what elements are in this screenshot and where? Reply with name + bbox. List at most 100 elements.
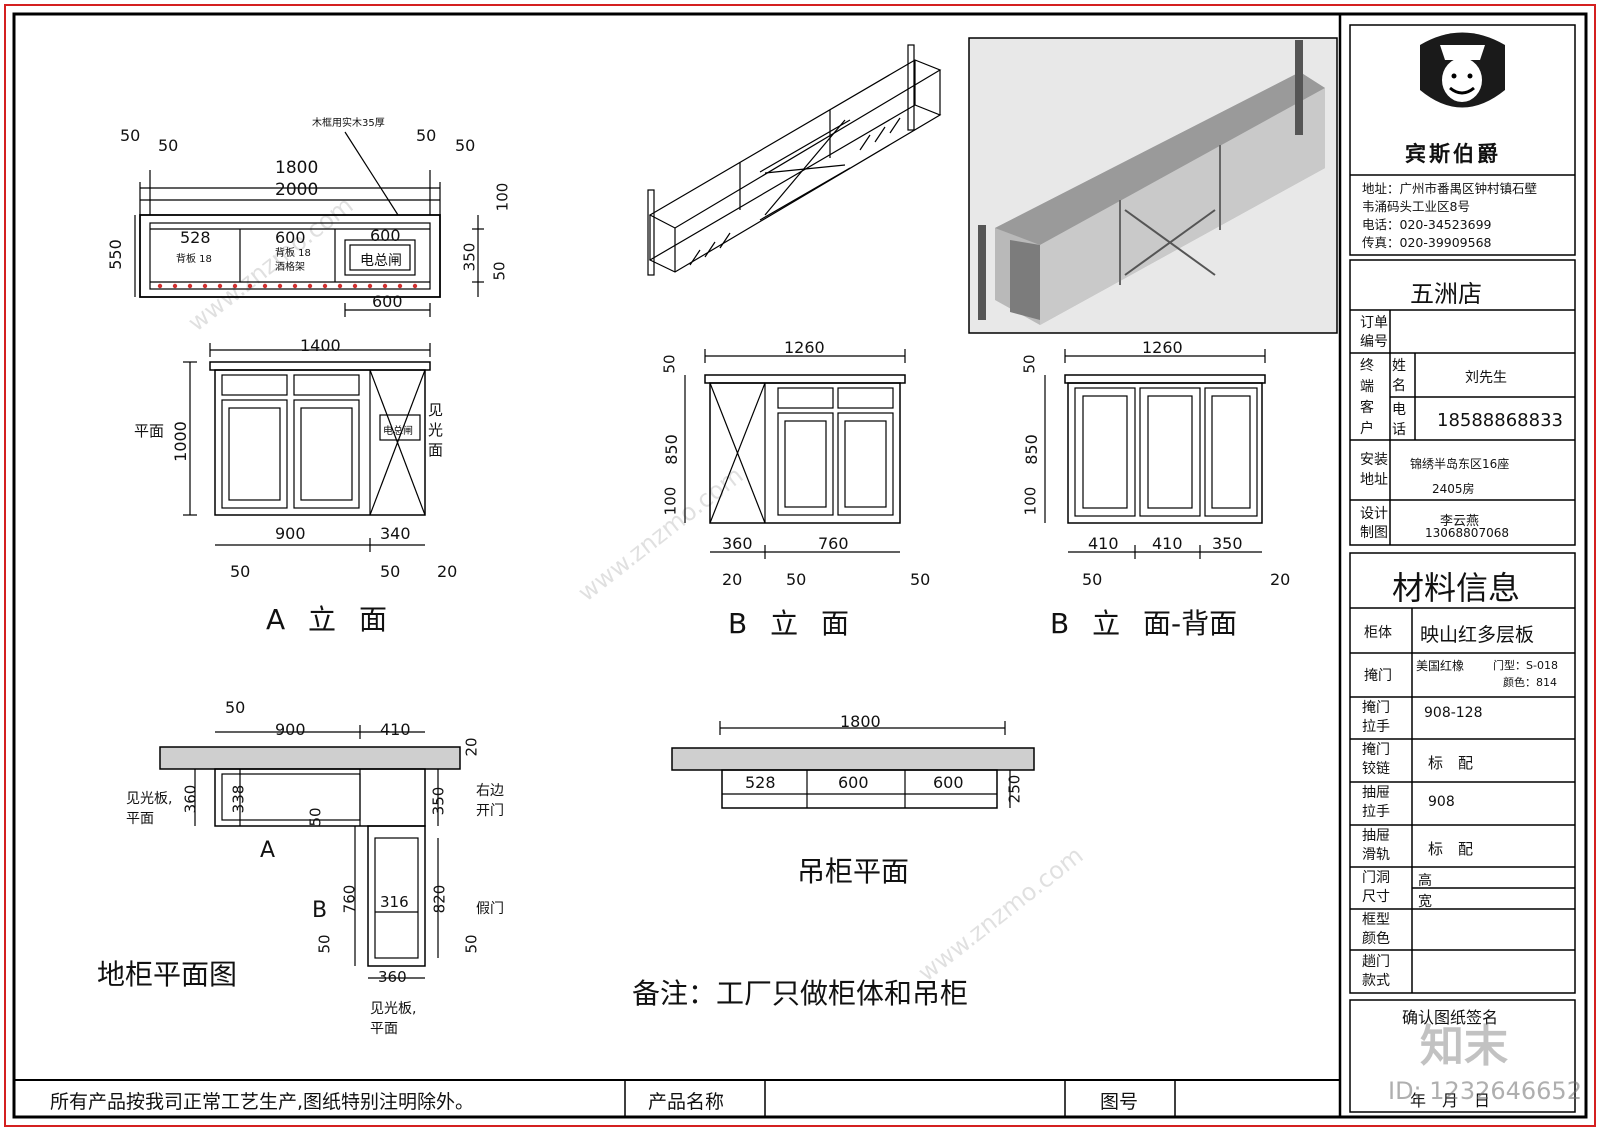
brand-name: 宾斯伯爵 [1405, 142, 1501, 166]
material-value: 映山红多层板 [1420, 624, 1535, 646]
elec-box-label: 电总闸 [360, 253, 402, 269]
material-label: 门洞尺寸 [1362, 870, 1390, 905]
customer-phone: 18588868833 [1437, 410, 1563, 431]
material-value: 美国红橡 [1416, 659, 1465, 673]
material-label: 柜体 [1364, 625, 1392, 641]
brand-fax: 传真：020-39909568 [1362, 235, 1492, 250]
dim-label: 410 [380, 720, 411, 739]
cell-note: 背板 18 [176, 254, 212, 265]
cell-dim: 600 [933, 773, 964, 792]
dim-label: 1800 [275, 158, 319, 178]
brand-address: 韦涌码头工业区8号 [1362, 199, 1470, 214]
dim-label: 360 [722, 534, 753, 553]
plan-note: 见光板,平面 [370, 1001, 417, 1037]
dim-label: 1260 [784, 338, 825, 357]
dim-label: 1800 [840, 712, 881, 731]
dim-label: 20 [722, 570, 743, 589]
view-title: A 立 面 [266, 603, 387, 636]
dim-label: 50 [786, 570, 807, 589]
material-label: 掩门拉手 [1362, 700, 1390, 735]
material-value: 908-128 [1424, 705, 1483, 721]
material-value: 标 配 [1428, 754, 1474, 772]
cell-dim: 528 [745, 773, 776, 792]
dim-label: 50 [1020, 354, 1039, 374]
side-label: 平面 [134, 422, 165, 440]
plan-note: 假门 [476, 901, 504, 917]
dim-label: 350 [1212, 534, 1243, 553]
dim-label: 50 [120, 126, 141, 145]
dim-label: 350 [460, 242, 479, 272]
material-label: 框型颜色 [1362, 912, 1390, 947]
dim-label: 316 [380, 893, 409, 911]
designer-name: 李云燕 [1440, 514, 1480, 529]
top-plan [134, 131, 484, 317]
dim-label: 100 [1021, 486, 1040, 516]
dim-label: 340 [380, 524, 411, 543]
dim-label: 760 [818, 534, 849, 553]
side-label: 见光面 [428, 401, 444, 459]
material-label: 抽屉拉手 [1362, 785, 1390, 820]
wall-cabinet-plan [671, 721, 1035, 809]
dim-label: 100 [493, 182, 512, 212]
dim-label: 338 [229, 784, 248, 814]
field-label: 终端客户 [1360, 358, 1374, 437]
install-address: 2405房 [1432, 482, 1475, 496]
dim-label: 250 [1005, 774, 1024, 804]
elevation-b [684, 349, 906, 559]
dim-label: 350 [429, 786, 448, 816]
dim-label: 50 [158, 136, 179, 155]
dim-label: 410 [1088, 534, 1119, 553]
designer-phone: 13068807068 [1425, 526, 1509, 540]
material-value: 颜色：814 [1503, 676, 1557, 689]
dim-label: 50 [230, 562, 251, 581]
brand-phone: 电话：020-34523699 [1362, 217, 1492, 232]
plan-letter: B [312, 898, 328, 923]
cell-dim: 600 [370, 226, 401, 245]
plan-note: 右边开门 [476, 783, 504, 819]
store-name: 五洲店 [1410, 280, 1482, 308]
confirm-label: 确认图纸签名 [1402, 1008, 1499, 1027]
field-label: 订单编号 [1360, 315, 1388, 350]
field-label: 安装地址 [1360, 452, 1388, 488]
elec-label: 电总闸 [383, 426, 413, 437]
dim-label: 50 [306, 807, 325, 827]
material-value: 标 配 [1428, 840, 1474, 858]
date-line: 年 月 日 [1410, 1091, 1491, 1110]
footer-product-name: 产品名称 [648, 1091, 725, 1113]
material-label: 掩门 [1364, 668, 1392, 684]
dim-label: 2000 [275, 180, 319, 200]
dim-label: 50 [380, 562, 401, 581]
dim-label: 850 [1021, 434, 1041, 465]
view-title: 吊柜平面 [797, 855, 910, 888]
view-title: B 立 面 [728, 607, 850, 640]
cell-dim: 600 [838, 773, 869, 792]
field-label: 电话 [1392, 402, 1406, 438]
material-value: 908 [1428, 794, 1455, 810]
brand-logo [1420, 32, 1505, 108]
title-block-grid [1349, 24, 1576, 1113]
dim-label: 50 [490, 261, 509, 281]
material-title: 材料信息 [1392, 569, 1521, 607]
dim-label: 360 [378, 968, 407, 986]
dim-label: 760 [340, 884, 359, 914]
dim-label: 900 [275, 720, 306, 739]
cell-note: 背板 18 [275, 248, 311, 259]
dim-label: 900 [275, 524, 306, 543]
dim-label: 20 [462, 737, 481, 757]
product-render [968, 37, 1338, 334]
material-label: 掩门铰链 [1362, 742, 1390, 777]
dim-label: 1400 [300, 336, 341, 355]
dim-label: 820 [430, 884, 449, 914]
dim-label: 50 [660, 354, 679, 374]
top-plan-dots [157, 283, 418, 289]
dim-label: 850 [661, 434, 681, 465]
field-label: 设计制图 [1360, 506, 1388, 541]
dim-label: 410 [1152, 534, 1183, 553]
dim-label: 1000 [170, 421, 190, 462]
isometric-rack [647, 44, 942, 276]
dim-label: 50 [910, 570, 931, 589]
plan-note: 见光板,平面 [126, 791, 173, 827]
plan-letter: A [260, 838, 276, 863]
material-value: 高 [1418, 873, 1432, 889]
